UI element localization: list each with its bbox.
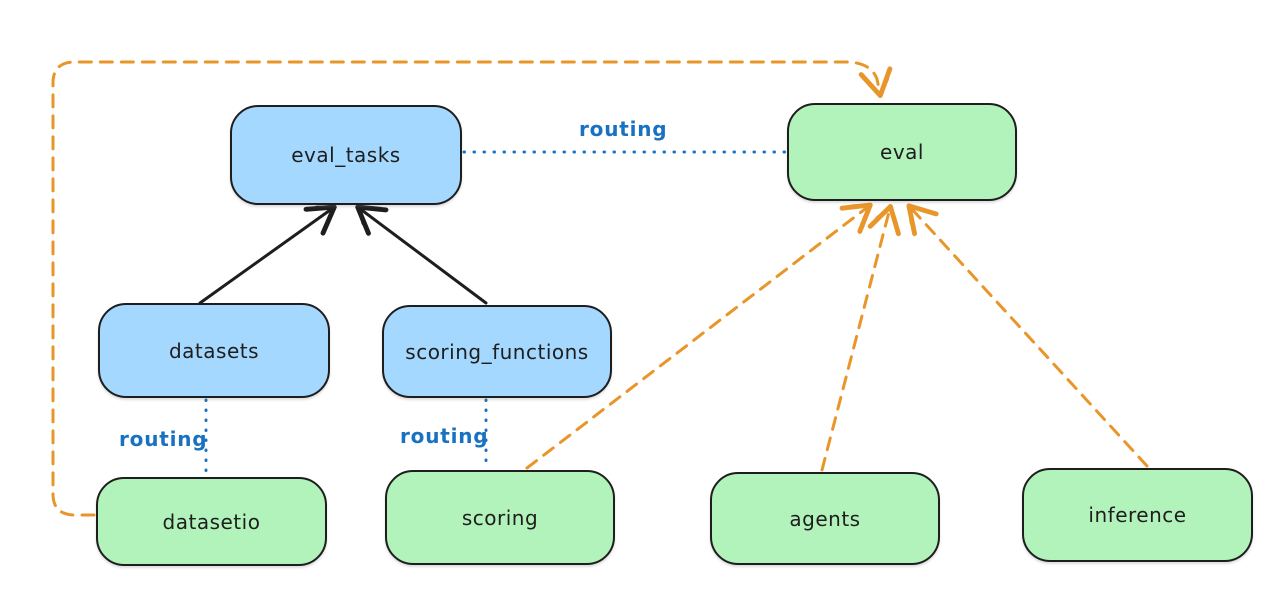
node-eval: eval bbox=[787, 103, 1017, 201]
node-agents: agents bbox=[710, 472, 940, 565]
node-inference-label: inference bbox=[1088, 503, 1187, 527]
node-eval_tasks: eval_tasks bbox=[230, 105, 462, 205]
edge-scoring_functions-to-eval_tasks bbox=[355, 204, 488, 305]
node-scoring_functions-label: scoring_functions bbox=[405, 339, 589, 364]
node-datasets: datasets bbox=[98, 303, 330, 398]
node-datasetio-label: datasetio bbox=[162, 509, 261, 534]
node-scoring-label: scoring bbox=[461, 505, 539, 530]
edge-agents-to-eval bbox=[820, 203, 901, 472]
node-inference: inference bbox=[1022, 468, 1253, 562]
node-agents-label: agents bbox=[789, 506, 861, 531]
node-datasets-label: datasets bbox=[168, 338, 260, 363]
node-eval-label: eval bbox=[880, 140, 924, 164]
node-eval_tasks-label: eval_tasks bbox=[291, 143, 401, 167]
node-scoring_functions: scoring_functions bbox=[382, 305, 612, 398]
edge-datasets-to-eval_tasks bbox=[198, 204, 337, 305]
node-datasetio: datasetio bbox=[96, 477, 327, 566]
edge-label-routing-eval_tasks-eval: routing bbox=[579, 117, 668, 141]
edge-label-routing-scoring_functions-scoring: routing bbox=[400, 424, 489, 448]
edge-label-routing-datasets-datasetio: routing bbox=[119, 427, 208, 451]
edge-scoring-to-eval bbox=[525, 202, 873, 470]
edge-inference-to-eval bbox=[906, 203, 1149, 468]
node-scoring: scoring bbox=[385, 470, 615, 565]
edge-datasetio-to-eval bbox=[51, 60, 893, 517]
